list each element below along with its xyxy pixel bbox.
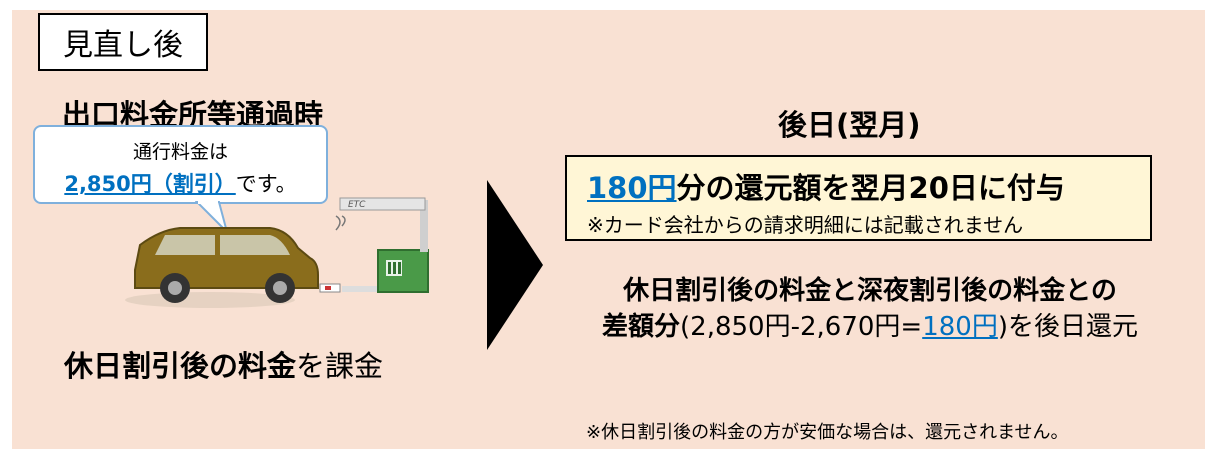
left-caption-bold: 休日割引後の料金 — [64, 349, 297, 383]
difference-calc: (2,850円-2,670円= — [680, 312, 923, 342]
bubble-tail — [195, 200, 229, 236]
right-arrow-icon — [487, 180, 543, 350]
label-text: 見直し後 — [63, 28, 183, 63]
speech-bubble: 通行料金は 2,850円（割引）です。 — [33, 125, 328, 204]
left-caption-rest: を課金 — [296, 349, 384, 383]
difference-explanation: 休日割引後の料金と深夜割引後の料金との 差額分(2,850円-2,670円=18… — [570, 273, 1170, 345]
difference-label: 差額分 — [602, 312, 681, 342]
refund-note-box: 180円分の還元額を翌月20日に付与 ※カード会社からの請求明細には記載されませ… — [565, 155, 1152, 241]
toll-amount: 2,850円（割引） — [64, 172, 236, 196]
car-icon — [134, 227, 319, 303]
bubble-line1: 通行料金は — [132, 141, 228, 163]
refund-note-sub: ※カード会社からの請求明細には記載されません — [587, 213, 1024, 237]
refund-amount: 180円 — [587, 171, 677, 205]
left-caption: 休日割引後の料金を課金 — [64, 343, 383, 385]
svg-text:ETC: ETC — [348, 200, 366, 210]
difference-line1: 休日割引後の料金と深夜割引後の料金との — [623, 276, 1117, 306]
difference-amount: 180円 — [922, 312, 998, 342]
label-box: 見直し後 — [38, 13, 208, 71]
refund-note-text: 分の還元額を翌月20日に付与 — [676, 171, 1065, 205]
bubble-suffix: です。 — [235, 172, 297, 196]
difference-line2: 差額分(2,850円-2,670円=180円)を後日還元 — [570, 309, 1170, 345]
bubble-line2: 2,850円（割引）です。 — [35, 168, 326, 198]
footnote: ※休日割引後の料金の方が安価な場合は、還元されません。 — [586, 422, 1069, 443]
right-heading: 後日(翌月) — [778, 108, 921, 142]
refund-note-main: 180円分の還元額を翌月20日に付与 — [587, 165, 1130, 207]
toll-gate-icon: ETC — [319, 197, 429, 293]
difference-end: )を後日還元 — [997, 312, 1138, 342]
car-tollgate-illustration: ETC — [125, 197, 429, 308]
